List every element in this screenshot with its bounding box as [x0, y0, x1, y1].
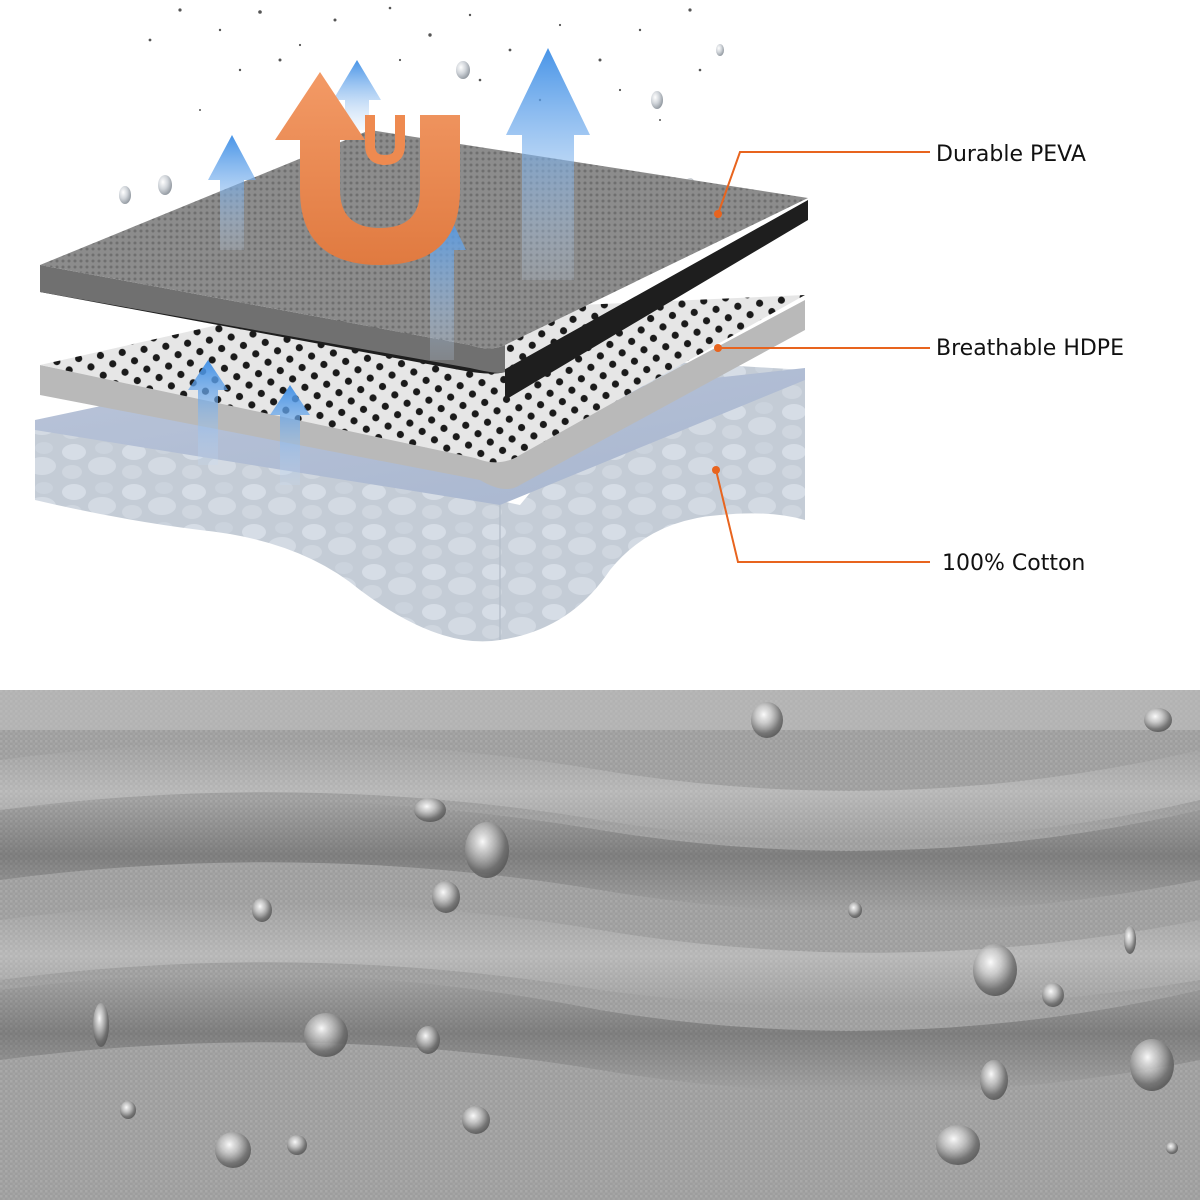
water-drop-icon [93, 702, 1178, 1168]
fabric-texture [0, 690, 1200, 1200]
u-turn-arrow-icon [275, 72, 460, 265]
fabric-closeup-photo [0, 690, 1200, 1200]
water-spray [148, 6, 702, 121]
layer-stack-illustration [35, 6, 930, 642]
label-cotton: 100% Cotton [942, 551, 1086, 576]
callout-lines [715, 151, 930, 563]
label-durable-peva: Durable PEVA [936, 142, 1086, 167]
hdpe-layer [40, 295, 805, 489]
label-breathable-hdpe: Breathable HDPE [936, 336, 1124, 361]
callout-dots [712, 210, 722, 474]
